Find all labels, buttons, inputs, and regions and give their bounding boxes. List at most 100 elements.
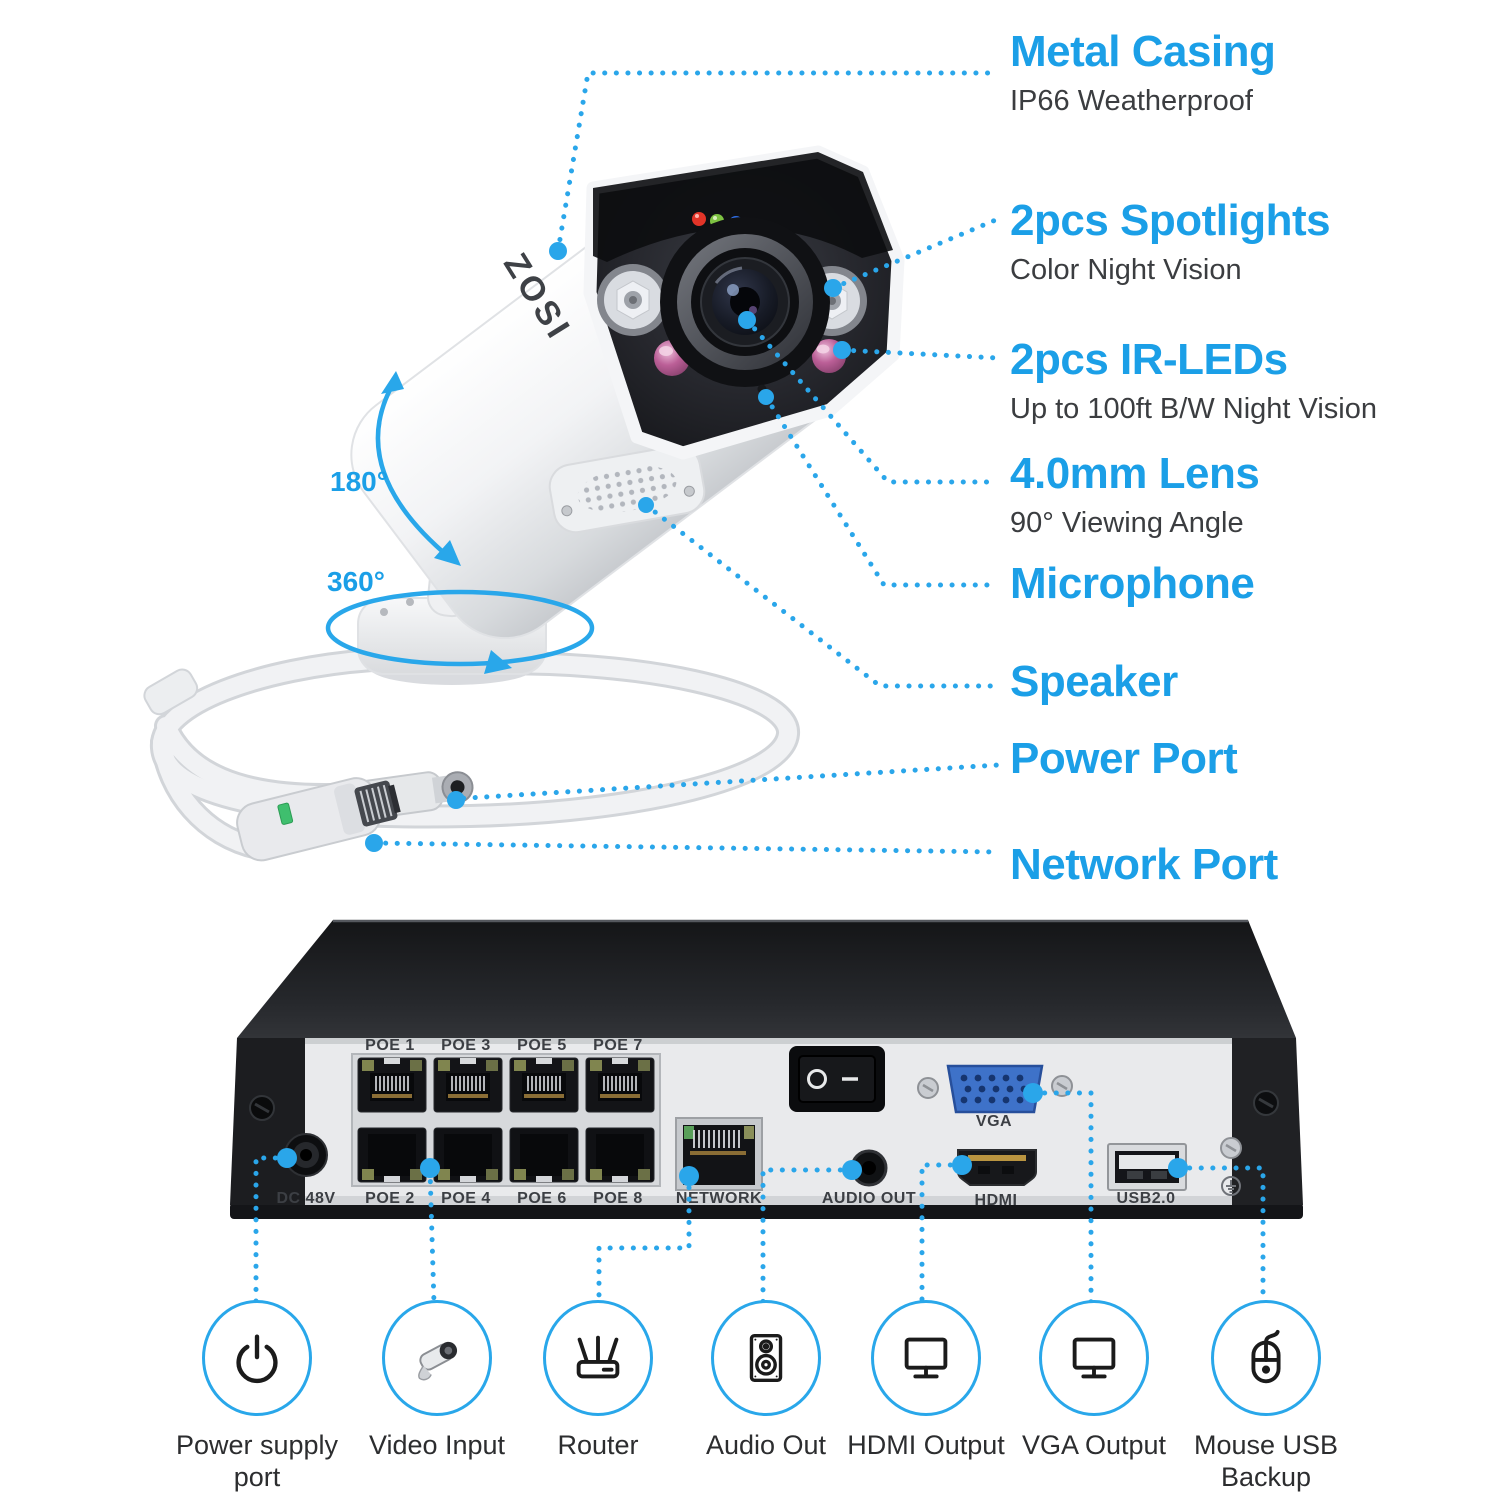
leader-hdmi <box>919 1162 965 1306</box>
poe-port-block <box>351 1053 661 1187</box>
dc-power-jack <box>284 1133 328 1177</box>
hdmi-label: HDMI <box>975 1192 1018 1209</box>
callout-ir-leds: 2pcs IR-LEDs Up to 100ft B/W Night Visio… <box>1010 338 1377 424</box>
callout-title: Speaker <box>1010 657 1178 706</box>
callout-subtitle: 90° Viewing Angle <box>1010 507 1244 539</box>
callout-title: Microphone <box>1010 559 1255 608</box>
callout-title: Network Port <box>1010 840 1278 889</box>
callout-power-port: Power Port <box>1010 734 1238 783</box>
poe1-label: POE 1 <box>365 1037 415 1054</box>
vga-label: VGA <box>976 1113 1012 1130</box>
monitor-icon <box>1072 1337 1116 1379</box>
camera-cable <box>143 648 800 860</box>
callout-spotlights: 2pcs Spotlights Color Night Vision <box>1010 196 1331 286</box>
camera-icon <box>418 1341 458 1381</box>
legend-label: Audio Out <box>705 1430 827 1460</box>
leader-lines <box>253 70 1266 1306</box>
legend-ring <box>871 1300 981 1416</box>
vga-port <box>946 1064 1044 1114</box>
legend-vga-output: VGA Output <box>999 1300 1189 1462</box>
leader-microphone <box>763 394 1001 588</box>
leader-speaker <box>643 502 1001 689</box>
poe3-label: POE 3 <box>441 1037 491 1054</box>
panel-screw <box>1219 1136 1243 1160</box>
leader-spotlights <box>830 216 1001 291</box>
power-switch <box>789 1046 885 1112</box>
tilt-angle-label: 180° <box>330 466 388 497</box>
legend-ring <box>1039 1300 1149 1416</box>
camera-visor <box>593 152 893 262</box>
callout-network-port: Network Port <box>1010 843 1278 887</box>
callout-title: 4.0mm Lens <box>1010 449 1260 498</box>
switch-on-symbol <box>807 1069 827 1089</box>
poe7-label: POE 7 <box>593 1037 643 1054</box>
ground-symbol <box>1221 1176 1241 1196</box>
legend-label: VGA Output <box>1021 1430 1167 1460</box>
legend-ring <box>1211 1300 1321 1416</box>
poe8-label: POE 8 <box>593 1190 643 1207</box>
nvr-left-cap <box>230 1038 305 1205</box>
legend-ring <box>711 1300 821 1416</box>
legend-hdmi-output: HDMI Output <box>831 1300 1021 1462</box>
nvr-right-cap <box>1232 1038 1303 1205</box>
cable-splitter <box>143 668 199 716</box>
callout-lens: 4.0mm Lens 90° Viewing Angle <box>1010 449 1260 539</box>
callout-title: 2pcs Spotlights <box>1010 196 1331 245</box>
callout-speaker: Speaker <box>1010 660 1178 704</box>
camera-illustration: ZOSI <box>143 145 905 862</box>
red-led <box>692 212 706 226</box>
callout-title: 2pcs IR-LEDs <box>1010 335 1288 384</box>
legend-ring <box>202 1300 312 1416</box>
poe6-label: POE 6 <box>517 1190 567 1207</box>
nvr-top-face <box>237 920 1296 1038</box>
legend-label: Router <box>557 1430 639 1460</box>
legend-video-input: Video Input <box>342 1300 532 1462</box>
callout-microphone: Microphone <box>1010 559 1255 608</box>
vga-screw-left <box>916 1076 940 1100</box>
legend-label: Video Input <box>368 1430 506 1460</box>
leader-network-port <box>371 840 1001 855</box>
callout-title: Power Port <box>1010 734 1238 783</box>
power-icon <box>236 1334 278 1384</box>
legend-label: HDMI Output <box>847 1430 1005 1460</box>
speaker-icon <box>749 1334 783 1382</box>
callout-subtitle: Up to 100ft B/W Night Vision <box>1010 393 1377 425</box>
legend-label: Power supply port <box>175 1430 339 1492</box>
monitor-icon <box>904 1337 948 1379</box>
callout-metal-casing: Metal Casing IP66 Weatherproof <box>1010 30 1276 117</box>
leader-usb <box>1175 1165 1266 1306</box>
chassis-screw-left <box>249 1095 275 1121</box>
router-icon <box>576 1335 620 1379</box>
chassis-screw-right <box>1253 1090 1279 1116</box>
pan-angle-label: 360° <box>327 566 385 597</box>
poe4-label: POE 4 <box>441 1190 491 1207</box>
leader-video <box>427 1167 437 1306</box>
poe2-label: POE 2 <box>365 1190 415 1207</box>
spotlight-left <box>597 264 669 336</box>
audio-label: AUDIO OUT <box>822 1190 916 1207</box>
callout-subtitle: Color Night Vision <box>1010 254 1242 286</box>
callout-subtitle: IP66 Weatherproof <box>1010 85 1253 117</box>
leader-vga <box>1030 1090 1094 1306</box>
usb-port <box>1107 1143 1187 1191</box>
legend-label: Mouse USB Backup <box>1193 1430 1339 1492</box>
legend-router: Router <box>503 1300 693 1462</box>
network-label: NETWORK <box>676 1190 762 1207</box>
mouse-icon <box>1251 1329 1281 1384</box>
poe5-label: POE 5 <box>517 1037 567 1054</box>
legend-mouse-usb: Mouse USB Backup <box>1171 1300 1361 1494</box>
tilt-arrow-180 <box>375 371 461 566</box>
leader-dots <box>277 242 1188 1186</box>
dc-label: DC 48V <box>276 1190 335 1207</box>
nvr-bottom-lip <box>230 1203 1303 1219</box>
pan-arrow-360 <box>325 589 595 674</box>
legend-ring <box>543 1300 653 1416</box>
camera-lens <box>660 217 830 387</box>
legend-ring <box>382 1300 492 1416</box>
network-port <box>675 1117 763 1191</box>
usb-label: USB2.0 <box>1116 1190 1175 1207</box>
leader-metal-casing <box>555 70 1001 254</box>
leader-power-port <box>449 762 1001 802</box>
